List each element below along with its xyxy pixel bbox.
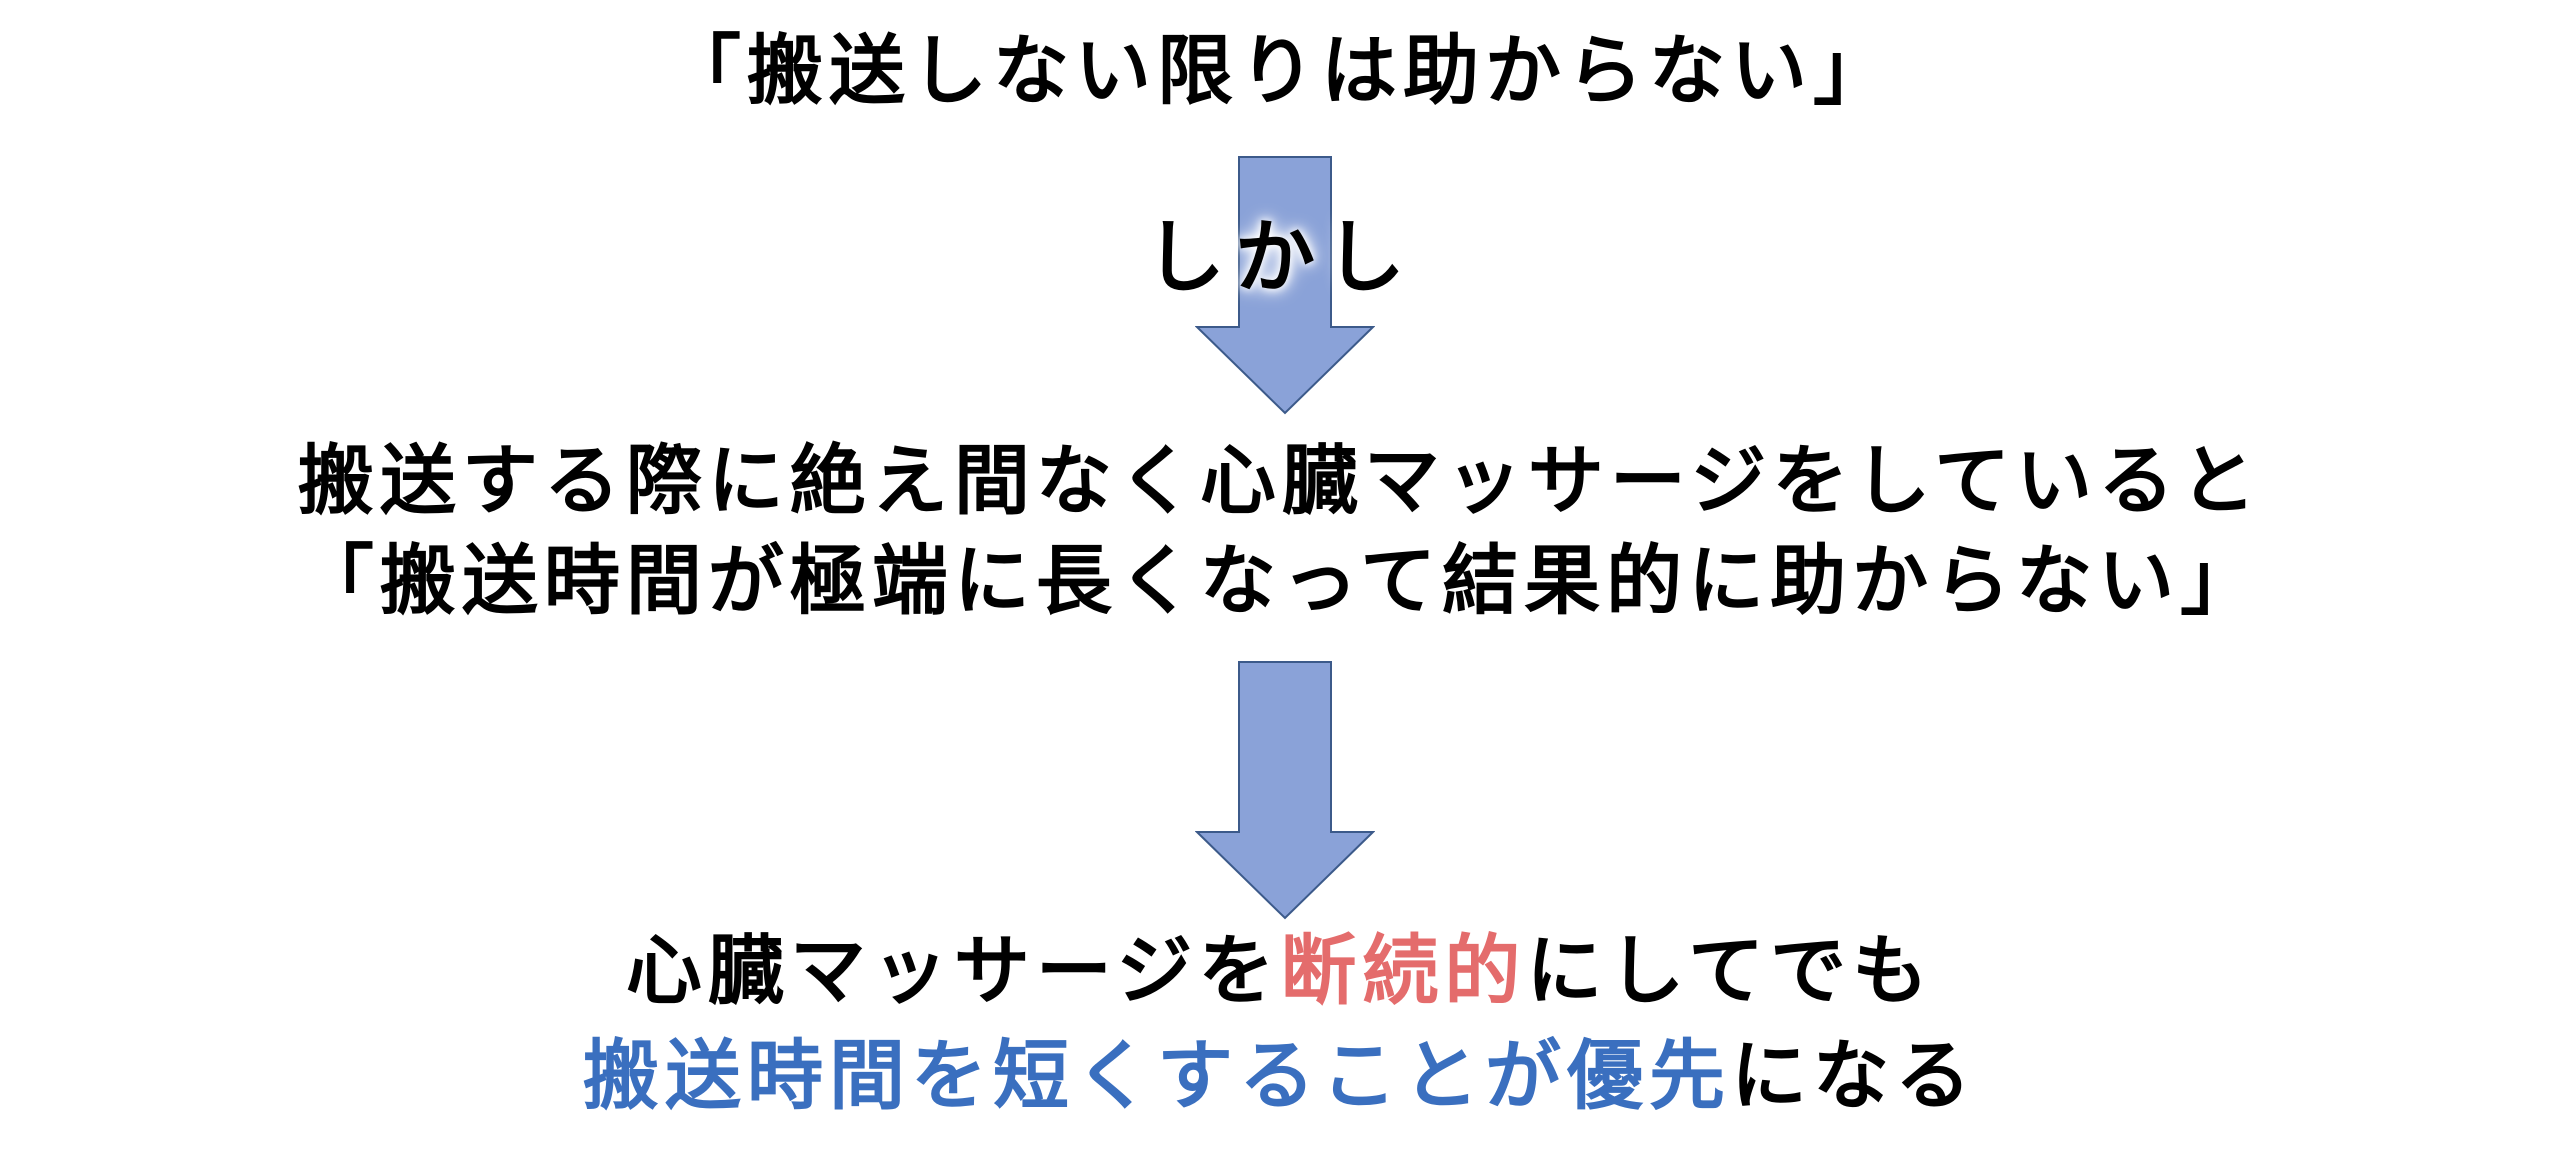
conclusion-highlight-intermittent: 断続的 (1280, 926, 1527, 1015)
conclusion-transport-time: 搬送時間を短く (583, 1031, 1157, 1120)
conclusion-suffix: にしてでも (1526, 926, 1935, 1015)
down-arrow-icon (1195, 661, 1375, 920)
conclusion-line-2: 搬送時間を短くすることが優先になる (0, 1030, 2560, 1121)
conclusion-koto-ga: することが (1157, 1031, 1567, 1120)
down-arrow-shape (1195, 661, 1375, 920)
top-statement: 「搬送しない限りは助からない」 (665, 26, 1895, 115)
conclusion-line-2-suffix: になる (1731, 1031, 1977, 1120)
conclusion-prefix: 心臓マッサージを (625, 926, 1281, 1015)
conclusion-line-1: 心臓マッサージを断続的にしてでも (0, 925, 2560, 1016)
conclusion-priority: 優先 (1567, 1031, 1731, 1120)
down-arrow-icon (1195, 156, 1375, 415)
down-arrow-shape (1195, 156, 1375, 415)
middle-statement-line-1: 搬送する際に絶え間なく心臓マッサージをしていると (297, 436, 2263, 525)
connector-label: しかし (1145, 211, 1415, 304)
middle-statement-line-2: 「搬送時間が極端に長くなって結果的に助からない」 (297, 536, 2263, 625)
